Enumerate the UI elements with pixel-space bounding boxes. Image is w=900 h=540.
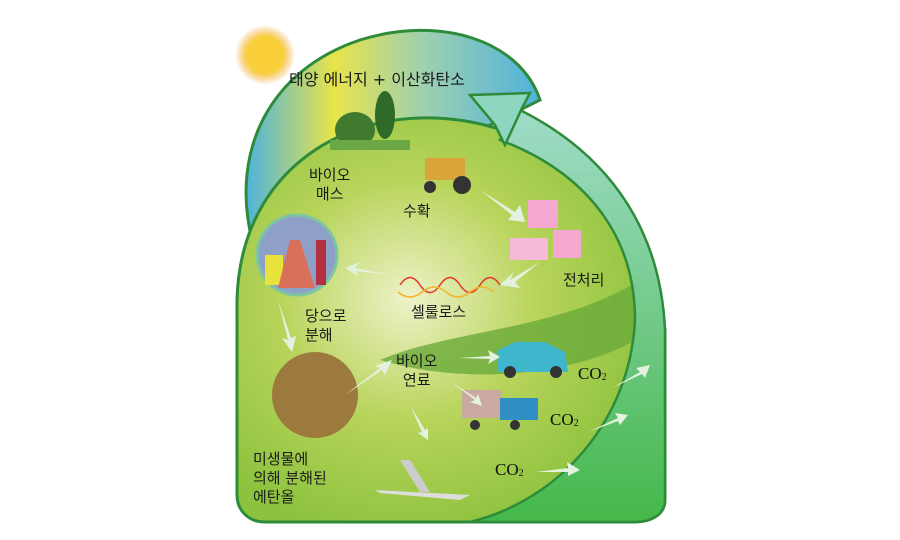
- arrow-cellulose-to-sugar: [345, 262, 390, 276]
- chemistry-flasks-icon: [255, 213, 339, 297]
- arrow-fuel-to-truck: [448, 380, 482, 406]
- co2-label-plane: CO2: [495, 460, 524, 479]
- sun-icon: [235, 25, 295, 85]
- tractor-icon: [424, 158, 471, 194]
- label-biomass: 바이오 매스: [309, 166, 351, 203]
- fuel-band: [380, 280, 650, 375]
- arrow-fuel-to-plane: [410, 405, 428, 440]
- arrow-harvest-to-pretreat: [480, 190, 525, 222]
- diagram-title: 태양 에너지 + 이산화탄소: [289, 70, 465, 89]
- label-harvest: 수확: [403, 202, 431, 220]
- label-pretreatment: 전처리: [563, 271, 605, 289]
- car-icon: [498, 342, 568, 378]
- label-sugar: 당으로 분해: [305, 307, 347, 344]
- return-arrowhead: [467, 91, 533, 148]
- label-ethanol: 미생물에 의해 분해된 에탄올: [253, 450, 327, 506]
- trees-icon: [330, 91, 410, 150]
- pretreatment-cubes-icon: [510, 200, 581, 260]
- flow-arrows: [278, 190, 650, 476]
- arrow-microbe-to-fuel: [345, 360, 392, 395]
- airplane-icon: [375, 460, 470, 500]
- microbe-ethanol-icon: [272, 352, 358, 438]
- cellulose-fibers-icon: [397, 276, 501, 298]
- arrow-co2-2: [588, 413, 628, 432]
- arrow-co2-1: [612, 365, 650, 388]
- co2-label-car: CO2: [578, 364, 607, 383]
- label-cellulose: 셀룰로스: [411, 303, 467, 321]
- arrow-co2-3: [536, 462, 580, 476]
- label-biofuel: 바이오 연료: [396, 352, 438, 389]
- co2-label-truck: CO2: [550, 410, 579, 429]
- arrow-pretreat-to-cellulose: [500, 262, 540, 288]
- arrow-fuel-to-car: [458, 350, 500, 364]
- arrow-sugar-to-microbe: [278, 300, 296, 352]
